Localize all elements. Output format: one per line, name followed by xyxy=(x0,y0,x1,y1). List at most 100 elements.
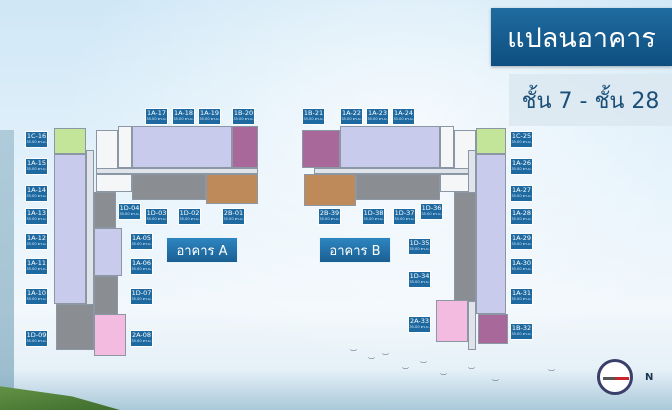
unit-floor-area[interactable] xyxy=(54,154,86,304)
unit-floor-area[interactable] xyxy=(454,192,476,302)
unit-size: 35.00 ตร.ม. xyxy=(393,117,414,121)
unit-code: 1D-02 xyxy=(179,209,200,217)
unit-code: 1A-05 xyxy=(131,234,152,242)
unit-floor-area[interactable] xyxy=(302,130,340,168)
unit-size: 35.00 ตร.ม. xyxy=(223,217,244,221)
floor-range: ชั้น 7 - ชั้น 28 xyxy=(509,74,672,126)
building-a-label[interactable]: อาคาร A xyxy=(166,237,238,263)
unit-code: 1C-16 xyxy=(26,132,47,140)
unit-code: 1A-13 xyxy=(26,209,47,217)
unit-code: 1A-26 xyxy=(511,159,532,167)
unit-code: 1D-34 xyxy=(409,272,430,280)
unit-floor-area[interactable] xyxy=(340,126,440,168)
unit-code: 1A-11 xyxy=(26,259,47,267)
bird-icon: ︶ xyxy=(468,367,475,375)
unit-code: 1A-29 xyxy=(511,234,532,242)
building-b-label[interactable]: อาคาร B xyxy=(319,237,391,263)
unit-floor-area[interactable] xyxy=(94,276,118,316)
unit-size: 35.00 ตร.ม. xyxy=(146,117,167,121)
unit-floor-area[interactable] xyxy=(94,228,122,276)
unit-code: 1A-06 xyxy=(131,259,152,267)
unit-code: 1A-12 xyxy=(26,234,47,242)
bird-icon: ︶ xyxy=(492,379,499,387)
unit-code: 1A-14 xyxy=(26,186,47,194)
unit-floor-area[interactable] xyxy=(476,154,506,314)
unit-floor-area[interactable] xyxy=(232,126,258,168)
unit-code: 1A-28 xyxy=(511,209,532,217)
bird-icon: ︶ xyxy=(402,367,409,375)
bird-icon: ︶ xyxy=(420,361,427,369)
unit-code: 1A-23 xyxy=(367,109,388,117)
unit-code: 1D-38 xyxy=(363,209,384,217)
unit-floor-area[interactable] xyxy=(206,174,258,204)
unit-floor-area[interactable] xyxy=(54,128,86,154)
unit-floor-area[interactable] xyxy=(478,314,508,344)
unit-size: 35.00 ตร.ม. xyxy=(303,117,324,121)
unit-size: 35.00 ตร.ม. xyxy=(26,217,47,221)
unit-floor-area[interactable] xyxy=(356,174,440,200)
unit-floor-area[interactable] xyxy=(132,174,206,200)
unit-code: 1D-04 xyxy=(119,204,140,212)
unit-floor-area[interactable] xyxy=(132,126,232,168)
unit-code: 1A-19 xyxy=(199,109,220,117)
unit-size: 35.00 ตร.ม. xyxy=(409,280,430,284)
unit-size: 35.00 ตร.ม. xyxy=(131,297,152,301)
unit-floor-area[interactable] xyxy=(436,300,468,342)
unit-code: 1A-10 xyxy=(26,289,47,297)
unit-floor-area[interactable] xyxy=(476,128,506,154)
bird-icon: ︶ xyxy=(350,349,357,357)
unit-size: 35.00 ตร.ม. xyxy=(26,140,47,144)
unit-code: 1A-24 xyxy=(393,109,414,117)
city-skyline xyxy=(0,130,14,410)
bird-icon: ︶ xyxy=(382,353,389,361)
core-area xyxy=(118,126,132,168)
unit-floor-area[interactable] xyxy=(94,314,126,356)
unit-floor-area[interactable] xyxy=(56,304,94,350)
unit-floor-area[interactable] xyxy=(94,192,116,228)
unit-floor-area[interactable] xyxy=(304,174,356,206)
unit-size: 35.00 ตร.ม. xyxy=(341,117,362,121)
core-area xyxy=(96,174,132,192)
unit-size: 35.00 ตร.ม. xyxy=(26,194,47,198)
unit-size: 35.00 ตร.ม. xyxy=(173,117,194,121)
